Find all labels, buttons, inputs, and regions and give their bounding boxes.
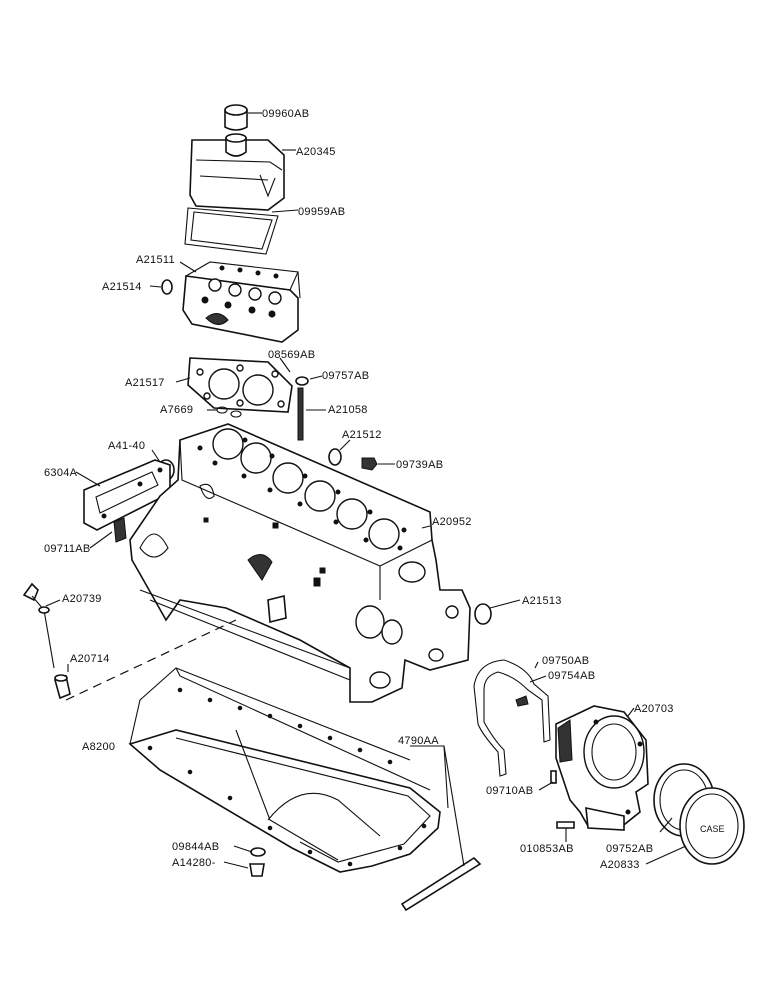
label-09844ab: 09844AB: [172, 841, 219, 853]
label-a8200: A8200: [82, 741, 115, 753]
label-09752ab: 09752AB: [606, 843, 653, 855]
alignment-dash-line: [65, 619, 237, 701]
label-a20714: A20714: [70, 653, 110, 665]
label-010853ab: 010853AB: [520, 843, 574, 855]
label-a21513: A21513: [522, 595, 562, 607]
label-09960ab: 09960AB: [262, 108, 309, 120]
label-a20833: A20833: [600, 859, 640, 871]
label-6304a: 6304A: [44, 467, 78, 479]
label-a21512: A21512: [342, 429, 382, 441]
label-09754ab: 09754AB: [548, 670, 595, 682]
plate-09711ab: [113, 517, 127, 543]
valve-cover: [189, 133, 285, 211]
valve-cover-gasket: [184, 207, 279, 255]
label-a20952: A20952: [432, 516, 472, 528]
cylinder-head: [182, 261, 301, 343]
label-09750ab: 09750AB: [542, 655, 589, 667]
label-09710ab: 09710AB: [486, 785, 533, 797]
o-ring-a21513: [474, 603, 492, 625]
plug-a21512: [328, 448, 342, 466]
label-a7669: A7669: [160, 404, 193, 416]
washer-09844ab: [250, 847, 266, 857]
washer-09757ab: [295, 376, 309, 386]
dipstick: [22, 582, 55, 669]
dipstick-tube: [54, 674, 71, 700]
label-a21058: A21058: [328, 404, 368, 416]
cylinder-block: [129, 423, 471, 703]
label-09757ab: 09757AB: [322, 370, 369, 382]
o-ring-a21514: [161, 279, 173, 295]
leader-lines: [45, 112, 687, 869]
oil-pan: [128, 667, 441, 873]
gasket-strip-4790aa: [400, 856, 482, 912]
pin-09710ab: [550, 770, 557, 784]
timing-cover-gasket: [473, 659, 551, 777]
label-08569ab: 08569AB: [268, 349, 315, 361]
part-labels: 09960AB A20345 09959AB A21511 A21514 085…: [44, 108, 674, 871]
fitting-09739ab: [361, 457, 378, 471]
label-09739ab: 09739AB: [396, 459, 443, 471]
timing-housing: [555, 705, 649, 831]
fitting-09754ab: [515, 695, 529, 707]
label-a20703: A20703: [634, 703, 674, 715]
head-stud: [297, 387, 304, 441]
label-a21517: A21517: [125, 377, 165, 389]
label-a14280: A14280-: [172, 857, 216, 869]
head-gasket: [187, 357, 293, 413]
label-a21514: A21514: [102, 281, 142, 293]
label-a41-40: A41-40: [108, 440, 145, 452]
label-09711ab: 09711AB: [44, 543, 91, 555]
label-09959ab: 09959AB: [298, 206, 345, 218]
pin-010853ab: [556, 821, 575, 829]
breather-cap: [224, 104, 248, 131]
label-a21511: A21511: [136, 254, 175, 266]
timing-cover-a20833: CASE: [679, 787, 745, 865]
ring-a7669-2: [230, 410, 242, 418]
label-a20739: A20739: [62, 593, 102, 605]
label-4790aa: 4790AA: [398, 735, 439, 747]
label-a20345: A20345: [296, 146, 336, 158]
svg-text:CASE: CASE: [700, 824, 725, 834]
drain-plug-a14280: [249, 863, 265, 877]
